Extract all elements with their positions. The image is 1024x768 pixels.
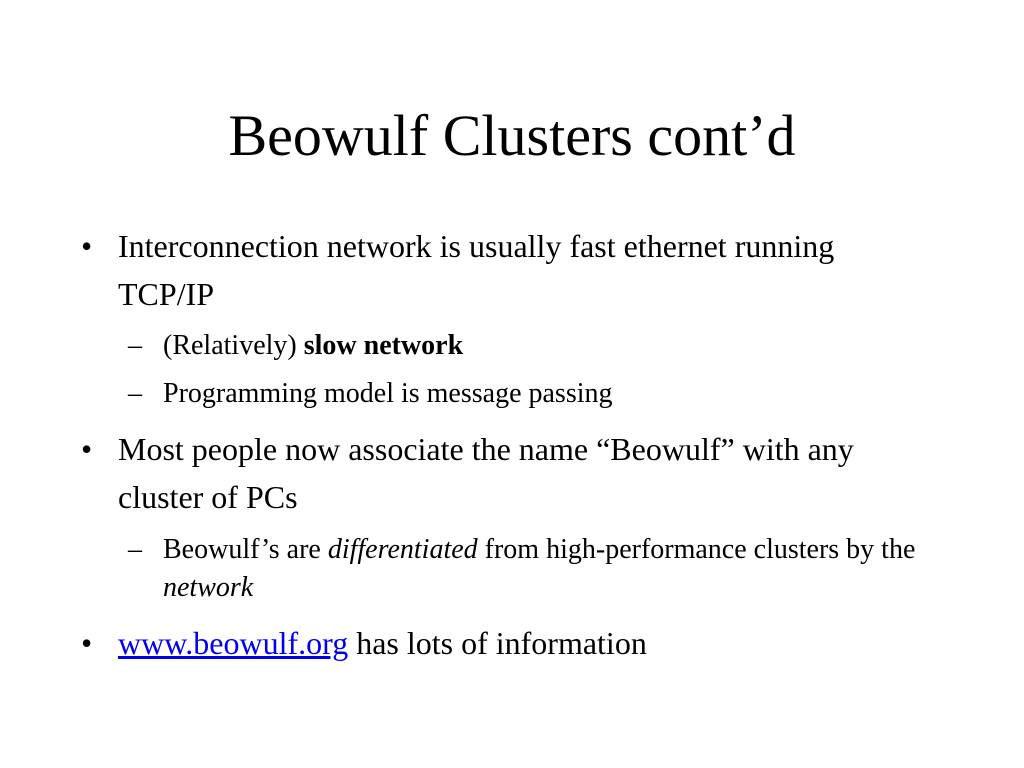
bullet-text: has lots of information <box>348 625 647 661</box>
sub-bullet-italic-text: network <box>163 572 254 603</box>
bullet-item-1: • Interconnection network is usually fas… <box>81 222 918 318</box>
sub-bullet-item: – (Relatively) slow network <box>128 327 923 365</box>
sub-bullet-text: Programming model is message passing <box>163 378 613 409</box>
sub-bullet-text: from high-performance clusters by the <box>477 534 916 565</box>
sub-bullet-bold-text: slow network <box>303 330 464 361</box>
beowulf-website-link[interactable]: www.beowulf.org <box>118 625 349 661</box>
sub-bullet-text: (Relatively) <box>163 330 304 361</box>
bullet-marker: • <box>81 431 93 467</box>
bullet-marker: • <box>81 625 93 661</box>
sub-bullet-marker: – <box>128 534 142 565</box>
bullet-text: Most people now associate the name “Beow… <box>118 431 854 515</box>
bullet-item-2: • Most people now associate the name “Be… <box>81 425 918 521</box>
sub-bullet-item: – Beowulf’s are differentiated from high… <box>128 531 923 607</box>
bullet-text: Interconnection network is usually fast … <box>118 228 835 312</box>
slide-title: Beowulf Clusters cont’d <box>228 103 796 168</box>
bullet-item-3: • www.beowulf.org has lots of informatio… <box>81 619 918 667</box>
sub-bullet-marker: – <box>128 330 142 361</box>
sub-bullet-italic-text: differentiated <box>327 534 478 565</box>
sub-bullet-marker: – <box>128 378 142 409</box>
bullet-marker: • <box>81 228 93 264</box>
sub-bullet-item: – Programming model is message passing <box>128 375 923 413</box>
sub-bullet-text: Beowulf’s are <box>163 534 328 565</box>
